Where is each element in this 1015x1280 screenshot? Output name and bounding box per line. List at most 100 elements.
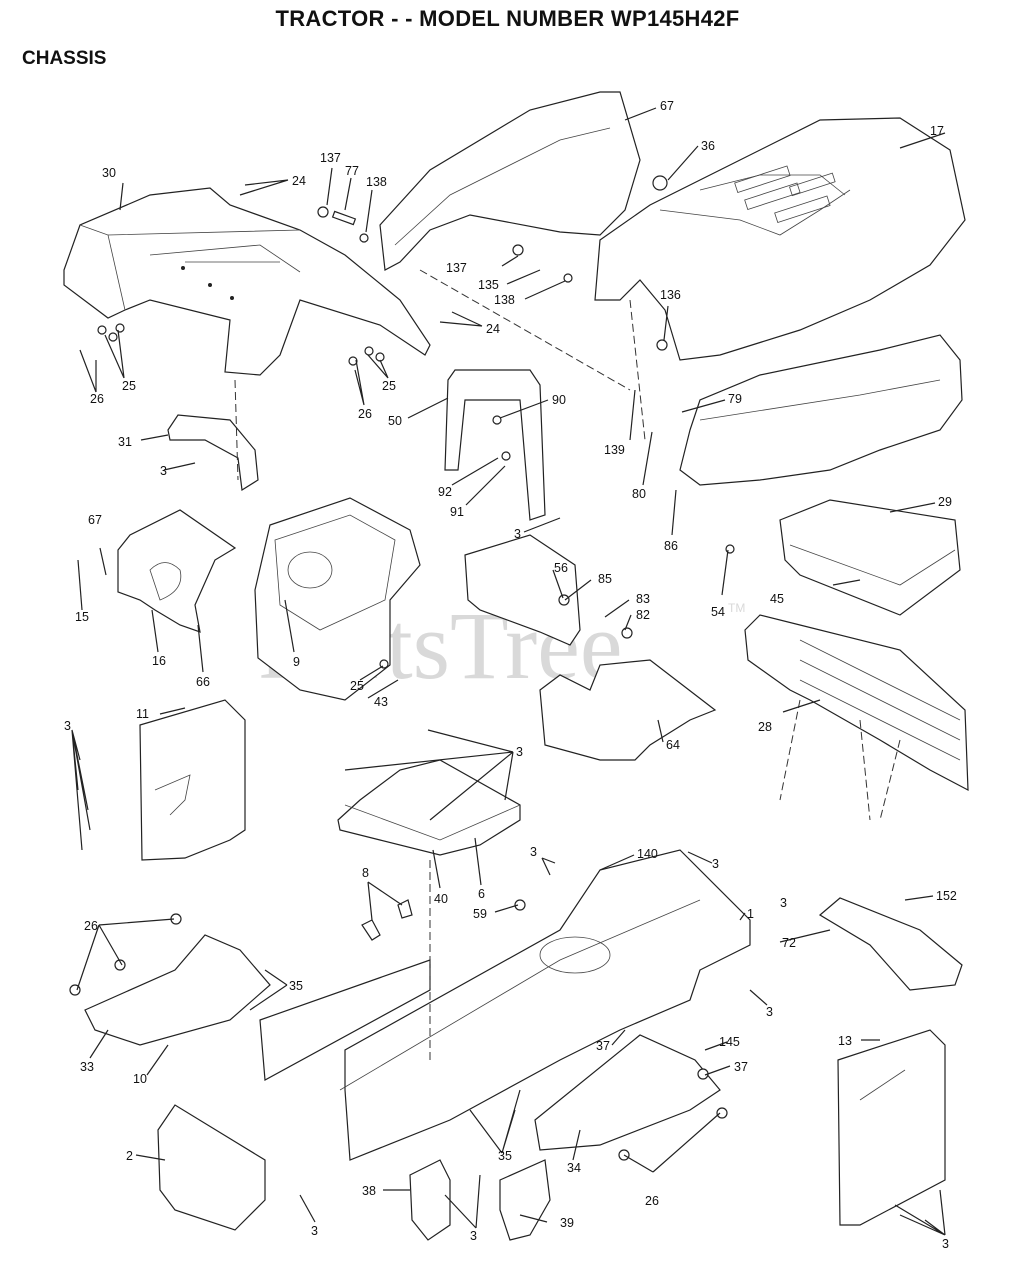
part-right-side-plate [837, 1029, 946, 1226]
callout-37: 37 [596, 1039, 610, 1053]
part-clip [361, 899, 413, 941]
part-main-frame [259, 849, 751, 1161]
callout-43: 43 [374, 695, 388, 709]
part-left-side-plate [139, 699, 246, 861]
callout-80: 80 [632, 487, 646, 501]
callout-3-g: 3 [780, 896, 787, 910]
callout-86: 86 [664, 539, 678, 553]
callout-35-b: 35 [498, 1149, 512, 1163]
callout-16: 16 [152, 654, 166, 668]
callout-26-d: 26 [645, 1194, 659, 1208]
callout-11: 11 [136, 707, 149, 721]
callout-145: 145 [719, 1035, 740, 1049]
callout-3-c: 3 [64, 719, 71, 733]
part-front-grille [744, 614, 969, 821]
callout-3: 3 [160, 464, 167, 478]
callout-13: 13 [838, 1034, 852, 1048]
callout-35: 35 [289, 979, 303, 993]
callout-17: 17 [930, 124, 944, 138]
part-rear-bar [818, 897, 963, 991]
callout-85: 85 [598, 572, 612, 586]
callout-67-b: 67 [88, 513, 102, 527]
part-hood [594, 117, 966, 361]
diagram-title: TRACTOR - - MODEL NUMBER WP145H42F [275, 6, 740, 31]
callout-82: 82 [636, 608, 650, 622]
callout-3-d: 3 [516, 745, 523, 759]
callout-83: 83 [636, 592, 650, 606]
callout-136: 136 [660, 288, 681, 302]
callout-3-h: 3 [766, 1005, 773, 1019]
part-grille-top [779, 499, 961, 616]
callout-1: 1 [747, 907, 754, 921]
callout-152: 152 [936, 889, 957, 903]
callout-37-b: 37 [734, 1060, 748, 1074]
callout-140: 140 [637, 847, 658, 861]
callout-26-b: 26 [358, 407, 372, 421]
leader-lines [71, 107, 946, 1236]
callout-138-b: 138 [494, 293, 515, 307]
callout-137: 137 [320, 151, 341, 165]
callout-10: 10 [133, 1072, 147, 1086]
callout-8: 8 [362, 866, 369, 880]
part-rear-fender [63, 187, 431, 376]
callout-30: 30 [102, 166, 116, 180]
callout-3-e: 3 [530, 845, 537, 859]
callout-54: 54 [711, 605, 725, 619]
callout-25-b: 25 [382, 379, 396, 393]
callout-38: 38 [362, 1184, 376, 1198]
callout-3-j: 3 [470, 1229, 477, 1243]
part-heat-shield [117, 509, 237, 633]
part-side-panel [679, 334, 963, 486]
hood-vents [734, 165, 836, 223]
part-dash-panel [379, 91, 641, 271]
callout-6: 6 [478, 887, 485, 901]
callout-79: 79 [728, 392, 742, 406]
part-front-support [157, 1104, 266, 1231]
callout-90: 90 [552, 393, 566, 407]
callout-72: 72 [782, 936, 796, 950]
callout-26: 26 [90, 392, 104, 406]
part-upper-bracket [337, 759, 521, 856]
part-mount-bracket [539, 659, 717, 761]
callout-3-f: 3 [712, 857, 719, 871]
callout-33: 33 [80, 1060, 94, 1074]
part-bracket-31 [167, 414, 259, 492]
callout-24: 24 [292, 174, 306, 188]
callout-40: 40 [434, 892, 448, 906]
callout-50: 50 [388, 414, 402, 428]
callout-45: 45 [770, 592, 784, 606]
section-heading: CHASSIS [22, 48, 107, 69]
callout-139: 139 [604, 443, 625, 457]
callout-138: 138 [366, 175, 387, 189]
callout-26-c: 26 [84, 919, 98, 933]
callout-66: 66 [196, 675, 210, 689]
part-lower-plate [534, 1034, 721, 1151]
part-floor-plate [84, 934, 271, 1046]
part-brackets-38-39 [409, 1159, 551, 1241]
part-dash-console [254, 497, 421, 701]
callout-29: 29 [938, 495, 952, 509]
callout-77: 77 [345, 164, 359, 178]
callout-labels: 30 24 137 77 138 67 36 17 137 135 138 13… [64, 99, 957, 1251]
callout-25-c: 25 [350, 679, 364, 693]
callout-24-b: 24 [486, 322, 500, 336]
callout-9: 9 [293, 655, 300, 669]
callout-2: 2 [126, 1149, 133, 1163]
callout-3-b: 3 [514, 527, 521, 541]
callout-67: 67 [660, 99, 674, 113]
callout-64: 64 [666, 738, 680, 752]
callout-3-k: 3 [942, 1237, 949, 1251]
hardware-fasteners [69, 175, 735, 1161]
part-plate-56 [464, 534, 581, 646]
callout-28: 28 [758, 720, 772, 734]
assembly-lines [234, 269, 646, 1060]
callout-137-b: 137 [446, 261, 467, 275]
callout-25: 25 [122, 379, 136, 393]
callout-91: 91 [450, 505, 464, 519]
callout-59: 59 [473, 907, 487, 921]
watermark-trademark: TM [728, 601, 745, 615]
callout-31: 31 [118, 435, 132, 449]
callout-56: 56 [554, 561, 568, 575]
callout-15: 15 [75, 610, 89, 624]
